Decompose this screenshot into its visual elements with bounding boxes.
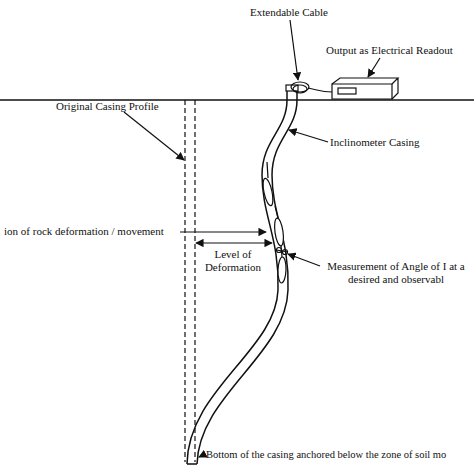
casing-wall xyxy=(197,90,297,464)
cable xyxy=(308,88,332,92)
leader-line xyxy=(288,254,320,266)
probe-axle xyxy=(276,250,288,252)
leader-line xyxy=(180,231,266,232)
readout-label: Output as Electrical Readout xyxy=(326,44,453,57)
probe-segment xyxy=(278,257,287,283)
casing-profile-label: Original Casing Profile xyxy=(56,100,159,113)
dimension-arrow xyxy=(196,242,272,243)
probe-cable xyxy=(267,162,268,178)
casing-label: Inclinometer Casing xyxy=(330,136,420,149)
cable-coil xyxy=(291,82,309,92)
measurement-label: Measurement of Angle of I at a desired a… xyxy=(322,260,470,285)
original-casing-line xyxy=(184,100,185,462)
casing-wall xyxy=(187,90,287,464)
leader-line xyxy=(199,455,203,457)
leader-line xyxy=(290,20,298,80)
readout-display xyxy=(338,88,356,94)
cable-label: Extendable Cable xyxy=(250,6,328,19)
readout-box xyxy=(332,78,398,99)
deformation-level-label: Level of Deformation xyxy=(200,248,266,273)
movement-label: ion of rock deformation / movement xyxy=(2,225,166,238)
readout-box xyxy=(332,84,392,99)
casing-bottom xyxy=(187,463,197,465)
leader-line xyxy=(124,112,184,160)
leader-line xyxy=(368,58,380,77)
leader-line xyxy=(289,130,328,142)
bottom-anchor-label: Bottom of the casing anchored below the … xyxy=(206,449,446,461)
original-casing-line xyxy=(194,100,195,462)
probe-segment xyxy=(273,218,285,247)
cable-coil xyxy=(293,85,307,93)
probe-segment xyxy=(261,177,275,206)
probe-cable xyxy=(275,206,278,218)
